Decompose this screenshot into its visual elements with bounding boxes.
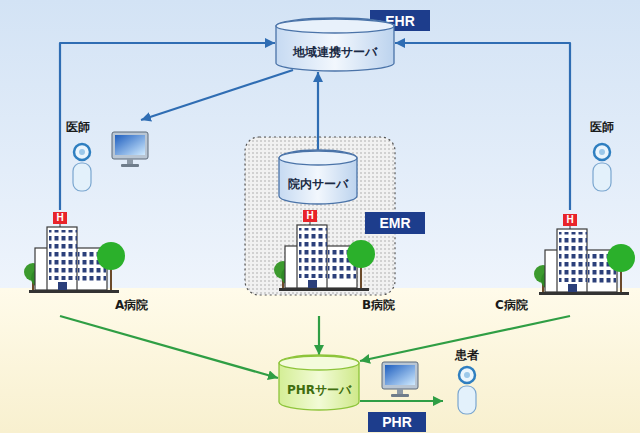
node-text: 患者 [443, 348, 491, 363]
sign-letter: H [53, 212, 67, 224]
sign-letter: H [303, 210, 317, 222]
node-text: A病院 [115, 298, 148, 313]
hospital-node: C病院 [495, 210, 635, 316]
node-text: 院内サーバ [288, 177, 348, 192]
server-cylinder: 院内サーバ [278, 150, 358, 205]
label-badge: PHR [368, 412, 426, 432]
person-node: 医師 [66, 120, 158, 202]
hospital-node: A病院 [15, 210, 155, 316]
hospital-icon [274, 210, 375, 291]
cylinder-body [279, 355, 359, 410]
text-holder: 医師 [578, 120, 626, 135]
text-holder: C病院 [495, 298, 528, 313]
sign-label-holder: H [303, 210, 317, 222]
person-node: 患者 [443, 348, 491, 418]
text-holder: 地域連携サーバ [275, 32, 395, 72]
hospital-icon [24, 212, 125, 293]
connector-arrow [60, 43, 275, 210]
connector-arrow [141, 70, 293, 120]
node-text: PHR [382, 414, 412, 430]
connector-arrow [60, 316, 278, 378]
sign-label-holder: H [53, 212, 67, 224]
connector-arrow [395, 43, 570, 210]
doctor-icon [73, 144, 91, 191]
node-text: 医師 [578, 120, 626, 135]
text-holder: EMR [365, 212, 425, 234]
node-text: PHRサーバ [287, 383, 351, 398]
text-holder: 院内サーバ [278, 164, 358, 205]
cylinder-body [279, 150, 357, 204]
text-holder: 患者 [443, 348, 491, 363]
server-cylinder: 地域連携サーバ [275, 18, 395, 72]
text-holder: A病院 [115, 298, 148, 313]
cylinder-top [279, 356, 359, 370]
sign-letter: H [563, 214, 577, 226]
node-text: EMR [379, 215, 410, 231]
server-cylinder: PHRサーバ [278, 355, 360, 411]
cylinder-top [276, 19, 394, 33]
text-holder: PHR [368, 412, 426, 432]
label-badge: EMR [365, 212, 425, 234]
person-node: 医師 [578, 120, 626, 202]
text-holder: 医師 [66, 120, 158, 135]
connector-arrow [318, 316, 320, 355]
cylinder-body [276, 18, 394, 71]
text-holder: PHRサーバ [278, 369, 360, 411]
sign-label-holder: H [563, 214, 577, 226]
hospital-node: B病院 [245, 210, 398, 316]
computer-icon [112, 132, 148, 167]
node-text: C病院 [495, 298, 528, 313]
computer-icon [382, 362, 418, 397]
node-text: B病院 [362, 298, 395, 313]
patient-icon [458, 367, 476, 414]
doctor-icon [593, 144, 611, 191]
text-holder: B病院 [362, 298, 395, 313]
connector-arrow [317, 72, 319, 150]
connector-arrow [360, 400, 443, 402]
node-text: 地域連携サーバ [293, 45, 377, 60]
hospital-icon [534, 214, 635, 295]
node-text: 医師 [66, 120, 158, 135]
lower-ground [0, 288, 640, 433]
cylinder-top [279, 151, 357, 165]
